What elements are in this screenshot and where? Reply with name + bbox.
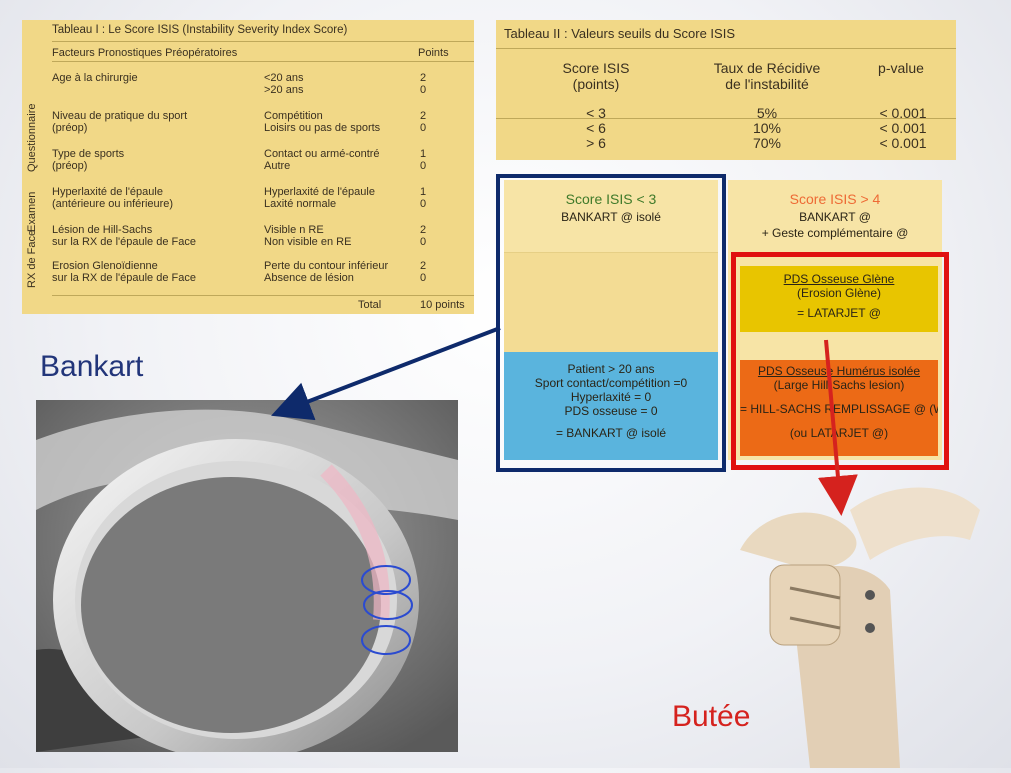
glene-result: = LATARJET @ xyxy=(797,306,881,320)
humerus-alt: (ou LATARJET @) xyxy=(789,426,889,440)
cell-pvalue: < 0.001 xyxy=(879,120,927,136)
left-score-subtitle: BANKART @ isolé xyxy=(561,210,661,224)
coracoid-graft-drawing xyxy=(740,487,980,768)
row-factor: Type de sports (préop) xyxy=(52,148,125,172)
left-result: = BANKART @ isolé xyxy=(555,426,667,440)
glenoid-labrum-drawing xyxy=(36,400,458,752)
row-criteria: Visible n RE Non visible en RE xyxy=(264,224,352,248)
row-points: 2 0 xyxy=(420,110,427,134)
bankart-frame xyxy=(496,174,726,472)
table-row: Erosion Glenoïdienne sur la RX de l'épau… xyxy=(22,260,474,296)
table1-header-factor: Facteurs Pronostiques Préopératoires xyxy=(52,47,238,59)
criteria-item: Hyperlaxité = 0 xyxy=(570,390,652,404)
left-criteria: Patient > 20 ans Sport contact/compétiti… xyxy=(504,362,718,440)
bankart-illustration xyxy=(36,400,458,752)
row-points: 1 0 xyxy=(420,148,427,172)
table2-title: Tableau II : Valeurs seuils du Score ISI… xyxy=(504,26,735,41)
row-criteria: <20 ans >20 ans xyxy=(264,72,304,96)
cell-pvalue: < 0.001 xyxy=(879,105,927,121)
humerus-subtitle: (Large Hill-Sachs lesion) xyxy=(773,378,905,392)
row-points: 1 0 xyxy=(420,186,427,210)
table1-header-points: Points xyxy=(418,47,449,59)
cell-rate: 5% xyxy=(756,105,778,121)
table-row: Hyperlaxité de l'épaule (antérieure ou i… xyxy=(22,186,474,222)
row-factor: Hyperlaxité de l'épaule (antérieure ou i… xyxy=(52,186,174,210)
row-criteria: Compétition Loisirs ou pas de sports xyxy=(264,110,381,134)
table2-rule-header xyxy=(496,118,956,119)
table-row: Type de sports (préop) Contact ou armé-c… xyxy=(22,148,474,184)
humerus-title: PDS Osseuse Humérus isolée xyxy=(757,364,921,378)
bankart-label: Bankart xyxy=(40,350,144,383)
bankart-arrow xyxy=(271,326,501,421)
humerus-result: = HILL-SACHS REMPLISSAGE @ (Wol xyxy=(740,402,938,416)
table1-rule-total xyxy=(52,295,474,296)
left-empty-band xyxy=(504,252,718,353)
cell-pvalue: < 0.001 xyxy=(879,135,927,151)
row-factor: Lésion de Hill-Sachs sur la RX de l'épau… xyxy=(52,224,196,248)
total-label: Total xyxy=(358,299,382,311)
criteria-item: PDS osseuse = 0 xyxy=(564,404,658,418)
table2-rule-top xyxy=(496,48,956,49)
row-criteria: Perte du contour inférieur Absence de lé… xyxy=(264,260,389,284)
table1-rule-header xyxy=(52,61,474,62)
glene-subtitle: (Erosion Glène) xyxy=(796,286,882,300)
row-points: 2 0 xyxy=(420,224,427,248)
table-row: Age à la chirurgie <20 ans >20 ans 2 0 xyxy=(22,72,474,108)
glene-title: PDS Osseuse Glène xyxy=(783,272,895,286)
table2-header-pvalue: p-value xyxy=(878,60,924,76)
table2-header-recidive: Taux de Récidive de l'instabilité xyxy=(713,60,821,92)
table1-rule-top xyxy=(52,41,474,42)
row-points: 2 0 xyxy=(420,72,427,96)
butee-arrow xyxy=(817,339,858,516)
right-score-subtitle: BANKART @ xyxy=(799,210,871,224)
humerus-box xyxy=(740,360,938,456)
criteria-item: Sport contact/compétition =0 xyxy=(534,376,688,390)
cell-rate: 70% xyxy=(752,135,782,151)
row-criteria: Contact ou armé-contré Autre xyxy=(264,148,380,172)
isis-thresholds-table: Tableau II : Valeurs seuils du Score ISI… xyxy=(496,20,956,160)
cell-score: > 6 xyxy=(586,135,606,151)
right-score-title: Score ISIS > 4 xyxy=(789,191,881,207)
cell-rate: 10% xyxy=(752,120,782,136)
bankart-criteria-box xyxy=(504,352,718,460)
row-points: 2 0 xyxy=(420,260,427,284)
row-factor: Erosion Glenoïdienne sur la RX de l'épau… xyxy=(52,260,196,284)
butee-illustration xyxy=(700,470,1000,768)
row-factor: Niveau de pratique du sport (préop) xyxy=(52,110,188,134)
row-factor: Age à la chirurgie xyxy=(52,72,138,84)
left-score-title: Score ISIS < 3 xyxy=(565,191,657,207)
butee-label: Butée xyxy=(672,700,751,733)
cell-score: < 3 xyxy=(586,105,606,121)
glene-box xyxy=(740,266,938,332)
criteria-item: Patient > 20 ans xyxy=(567,362,655,376)
table-row: Niveau de pratique du sport (préop) Comp… xyxy=(22,110,474,146)
table2-header-score: Score ISIS (points) xyxy=(562,60,630,92)
butee-frame xyxy=(731,252,949,470)
right-score-subtitle2: + Geste complémentaire @ xyxy=(761,226,909,240)
row-criteria: Hyperlaxité de l'épaule Laxité normale xyxy=(264,186,375,210)
table1-title: Tableau I : Le Score ISIS (Instability S… xyxy=(52,24,348,36)
cell-score: < 6 xyxy=(586,120,606,136)
total-value: 10 points xyxy=(420,299,465,311)
isis-score-table: Tableau I : Le Score ISIS (Instability S… xyxy=(22,20,474,314)
table-row: Lésion de Hill-Sachs sur la RX de l'épau… xyxy=(22,224,474,260)
